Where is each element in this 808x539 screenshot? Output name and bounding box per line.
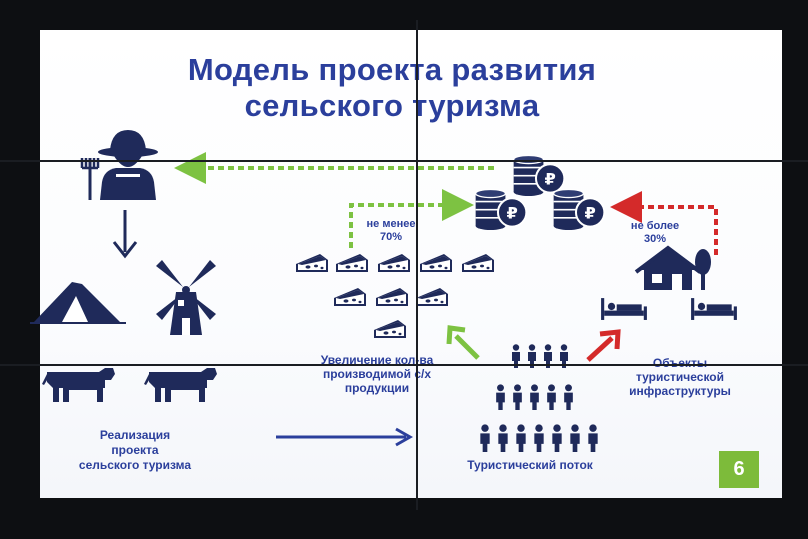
farmer-icon <box>80 130 158 200</box>
bezel-line <box>0 364 808 366</box>
people-icon <box>480 344 598 452</box>
page-number-badge: 6 <box>719 451 759 488</box>
tent-icon <box>30 282 126 324</box>
bezel-line <box>0 160 808 162</box>
realization-label-line1: Реализация <box>99 428 171 442</box>
cheese-icon <box>462 254 494 272</box>
cheese-icon <box>334 288 366 306</box>
cheese-icon <box>296 254 328 272</box>
right-arrow-icon <box>276 427 414 447</box>
slide-title-line1: Модель проекта развития <box>187 52 597 87</box>
red-arrow-icon <box>586 329 621 362</box>
cheese-icon <box>378 254 410 272</box>
at-most-label: не более <box>630 220 680 232</box>
at-most-percent: 30% <box>643 233 667 245</box>
down-arrow-icon <box>112 210 138 259</box>
objects-label-line2: туристической <box>635 370 725 384</box>
cheese-icon <box>416 288 448 306</box>
bed-icon <box>601 298 647 320</box>
coin-stack-icon <box>474 188 528 230</box>
slide-title-line2: сельского туризма <box>244 88 540 123</box>
green-dashed-arrow-to-coins <box>349 189 474 248</box>
cheese-icon <box>376 288 408 306</box>
tourist-flow-label: Туристический поток <box>467 458 593 472</box>
cheese-icon <box>420 254 452 272</box>
increase-label-line1: Увеличение кол-ва <box>320 353 434 367</box>
increase-label-line2: производимой с/х <box>322 367 432 381</box>
coin-stack-icon <box>552 188 606 230</box>
objects-label-line3: инфраструктуры <box>629 384 731 398</box>
cow-icon <box>42 368 115 402</box>
red-dashed-arrow-to-coins <box>610 191 718 255</box>
bed-icon <box>691 298 737 320</box>
increase-label-line3: продукции <box>344 381 410 395</box>
house-icon <box>634 245 711 290</box>
cheese-icon <box>336 254 368 272</box>
green-arrow-icon <box>446 325 480 360</box>
at-least-label: не менее <box>366 218 416 230</box>
bezel-line <box>416 20 418 510</box>
cheese-icon <box>374 320 406 338</box>
realization-label-line2: проекта <box>111 443 159 457</box>
at-least-percent: 70% <box>379 231 403 243</box>
realization-label-line3: сельского туризма <box>78 458 192 472</box>
cow-icon <box>144 368 217 402</box>
windmill-icon <box>156 260 216 335</box>
objects-label-line1: Объекты <box>652 356 708 370</box>
